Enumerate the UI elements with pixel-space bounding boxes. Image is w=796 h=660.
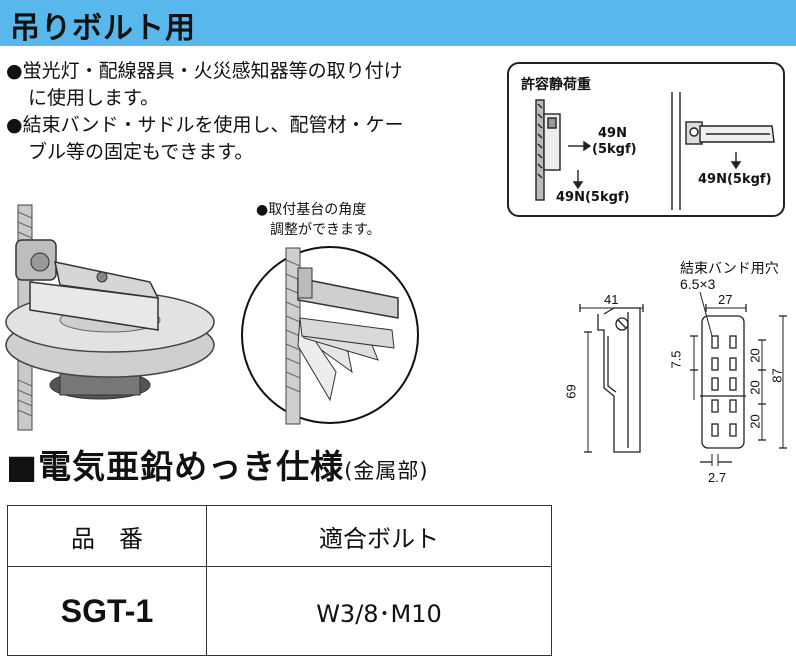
feature-list: ●蛍光灯・配線器具・火災感知器等の取り付け に使用します。 ●結束バンド・サドル… <box>6 58 496 166</box>
title-bar <box>0 0 796 46</box>
dimension-20: 20 <box>747 380 763 395</box>
page-title: 吊りボルト用 <box>10 11 196 46</box>
dimension-20: 20 <box>747 348 763 363</box>
load-diagram-right <box>671 92 775 210</box>
feature-item: ●結束バンド・サドルを使用し、配管材・ケー ブル等の固定もできます。 <box>6 112 496 166</box>
dimension-87: 87 <box>769 368 785 383</box>
load-capacity-box <box>507 62 785 217</box>
section-heading: ■電気亜鉛めっき仕様(金属部) <box>6 440 429 488</box>
header-compatible-bolt: 適合ボルト <box>206 505 552 567</box>
load-capacity-title: 許容静荷重 <box>521 77 591 93</box>
feature-line: ●結束バンド・サドルを使用し、配管材・ケー <box>6 114 404 136</box>
load-left-side-kgf: (5kgf) <box>592 142 637 157</box>
technical-drawing <box>579 291 787 466</box>
angle-detail-illustration <box>241 246 419 425</box>
feature-line: ●蛍光灯・配線器具・火災感知器等の取り付け <box>6 60 403 82</box>
load-right-down-value: 49N(5kgf) <box>698 172 772 187</box>
dimension-41: 41 <box>604 292 619 307</box>
feature-line: ブル等の固定もできます。 <box>28 141 254 163</box>
feature-line: に使用します。 <box>28 87 160 109</box>
table-header-row: 品 番 適合ボルト <box>7 505 552 567</box>
load-left-side-value: 49N <box>598 126 627 141</box>
section-subtitle: (金属部) <box>344 459 429 483</box>
dimension-2-7: 2.7 <box>708 470 727 485</box>
product-illustration <box>5 204 215 431</box>
dimension-27: 27 <box>718 292 733 307</box>
compatible-bolt: W3/8･M10 <box>206 566 552 656</box>
load-left-down-value: 49N(5kgf) <box>556 190 630 205</box>
dimension-7-5: 7.5 <box>668 350 684 369</box>
dimension-20: 20 <box>747 414 763 429</box>
product-code: SGT-1 <box>7 566 207 656</box>
callout-line: 調整ができます。 <box>270 222 381 238</box>
hole-label: 結束バンド用穴 <box>680 260 779 276</box>
spec-table: 品 番 適合ボルト SGT-1 W3/8･M10 <box>7 505 552 656</box>
table-row: SGT-1 W3/8･M10 <box>7 566 552 656</box>
angle-callout: ●取付基台の角度 調整ができます。 <box>256 200 381 240</box>
callout-line: ●取付基台の角度 <box>256 202 367 218</box>
feature-item: ●蛍光灯・配線器具・火災感知器等の取り付け に使用します。 <box>6 58 496 112</box>
header-product-code: 品 番 <box>7 505 207 567</box>
section-title: ■電気亜鉛めっき仕様 <box>6 447 345 486</box>
dimension-69: 69 <box>563 384 579 399</box>
hole-size: 6.5×3 <box>680 276 716 292</box>
load-diagram-left <box>535 99 592 201</box>
